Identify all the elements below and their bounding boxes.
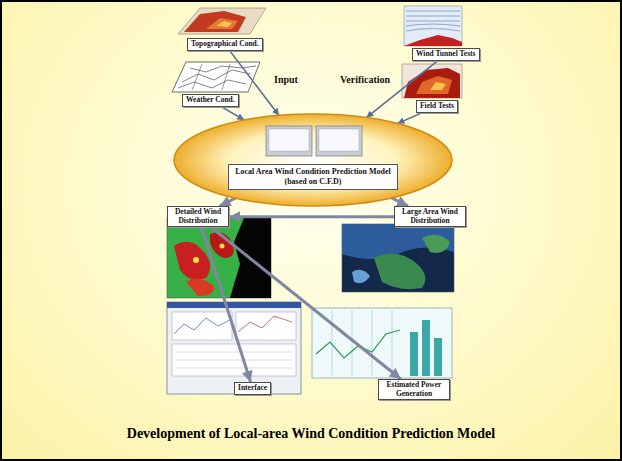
large-area-wind-map-part [342, 224, 454, 292]
wind-tunnel-picture-part [406, 21, 460, 22]
slide-title: Development of Local-area Wind Condition… [2, 426, 620, 442]
weather-map-part [178, 80, 246, 88]
interface-screenshot [167, 302, 301, 394]
node-label: Weather Cond. [186, 96, 235, 105]
wind-tunnel-picture [404, 6, 462, 46]
power-generation-chart-part [392, 310, 393, 376]
power-generation-chart-part [352, 310, 353, 376]
wind-tunnel-picture-part [404, 35, 462, 46]
flow-arrow [229, 215, 394, 218]
monitor-picture [316, 126, 362, 156]
verification-label-box: Wind Tunnel Tests [412, 48, 480, 61]
power-generation-chart-part [312, 308, 452, 378]
node-label: Topographical Cond. [191, 40, 259, 49]
node-label: Interface [238, 384, 267, 393]
power-generation-chart [312, 308, 452, 378]
large-area-wind-map-part [342, 224, 454, 259]
detailed-wind-map-part [174, 242, 210, 280]
output-label-box: Large Area Wind Distribution [394, 206, 466, 227]
field-test-picture-part [416, 76, 452, 94]
weather-map-part [192, 64, 202, 90]
field-test-picture-part [404, 68, 460, 98]
interface-screenshot-part [174, 318, 230, 334]
interface-screenshot-part [172, 312, 232, 340]
flow-arrow [220, 198, 236, 206]
interface-screenshot-part [172, 344, 296, 376]
detailed-wind-map-part [220, 244, 225, 249]
terrain-map-part [216, 21, 232, 27]
large-area-wind-map-part [422, 235, 450, 253]
input-label-box: Topographical Cond. [187, 38, 263, 51]
interface-screenshot-part [238, 316, 292, 332]
weather-map-part [182, 70, 250, 82]
terrain-map-part [178, 8, 266, 34]
output-label-box: Detailed Wind Distribution [167, 206, 229, 227]
interface-screenshot-part [167, 302, 301, 308]
wind-tunnel-picture-part [404, 6, 462, 46]
large-area-wind-map-part [374, 253, 425, 289]
large-area-wind-map [342, 224, 454, 292]
annotation-label: Input [274, 74, 298, 85]
model-ellipse: Local Area Wind Condition Prediction Mod… [172, 112, 454, 208]
detailed-wind-map-part [193, 257, 199, 263]
interface-screenshot-part [167, 302, 301, 394]
monitor-picture [266, 126, 312, 156]
monitor-screen [319, 129, 359, 151]
wind-tunnel-picture-part [406, 16, 460, 17]
node-label: Large Area Wind Distribution [398, 208, 462, 225]
verification-label-box: Field Tests [416, 100, 458, 113]
power-generation-chart-part [372, 310, 373, 376]
flow-arrow [397, 113, 422, 124]
wind-tunnel-picture-part [406, 24, 460, 26]
ellipse-shape [174, 114, 452, 206]
monitor-screen [269, 129, 309, 151]
detailed-wind-map-part [186, 279, 214, 296]
node-label: Estimated Power Generation [382, 381, 446, 398]
node-label: Detailed Wind Distribution [171, 208, 225, 225]
terrain-map-part [206, 18, 238, 29]
power-generation-chart-part [422, 320, 430, 376]
wind-tunnel-picture-part [406, 29, 460, 32]
weather-map-part [172, 62, 260, 92]
weather-map [172, 62, 260, 92]
interface-screenshot-part [176, 368, 292, 369]
interface-screenshot-part [236, 312, 296, 340]
interface-screenshot-part [176, 360, 292, 361]
wind-tunnel-picture-part [406, 11, 460, 12]
large-area-wind-map-part [352, 270, 370, 283]
model-title: Local Area Wind Condition Prediction Mod… [228, 164, 398, 190]
output-label-box: Interface [234, 382, 271, 395]
interface-screenshot-part [176, 352, 292, 353]
flow-arrow [221, 107, 244, 120]
node-label: Field Tests [420, 102, 454, 111]
flow-arrow [211, 227, 400, 379]
terrain-map-part [184, 11, 246, 32]
flow-arrow [391, 198, 408, 206]
power-generation-chart-part [410, 332, 418, 376]
weather-map-part [222, 64, 230, 90]
annotation-label: Verification [340, 74, 390, 85]
output-label-box: Estimated Power Generation [378, 379, 450, 400]
model-ellipse-outline [172, 112, 454, 208]
power-generation-chart-part [434, 338, 442, 376]
field-test-picture-part [430, 82, 446, 90]
flow-arrow [201, 227, 250, 382]
terrain-map [178, 8, 266, 34]
node-label: Wind Tunnel Tests [416, 50, 476, 59]
input-label-box: Weather Cond. [182, 94, 239, 107]
